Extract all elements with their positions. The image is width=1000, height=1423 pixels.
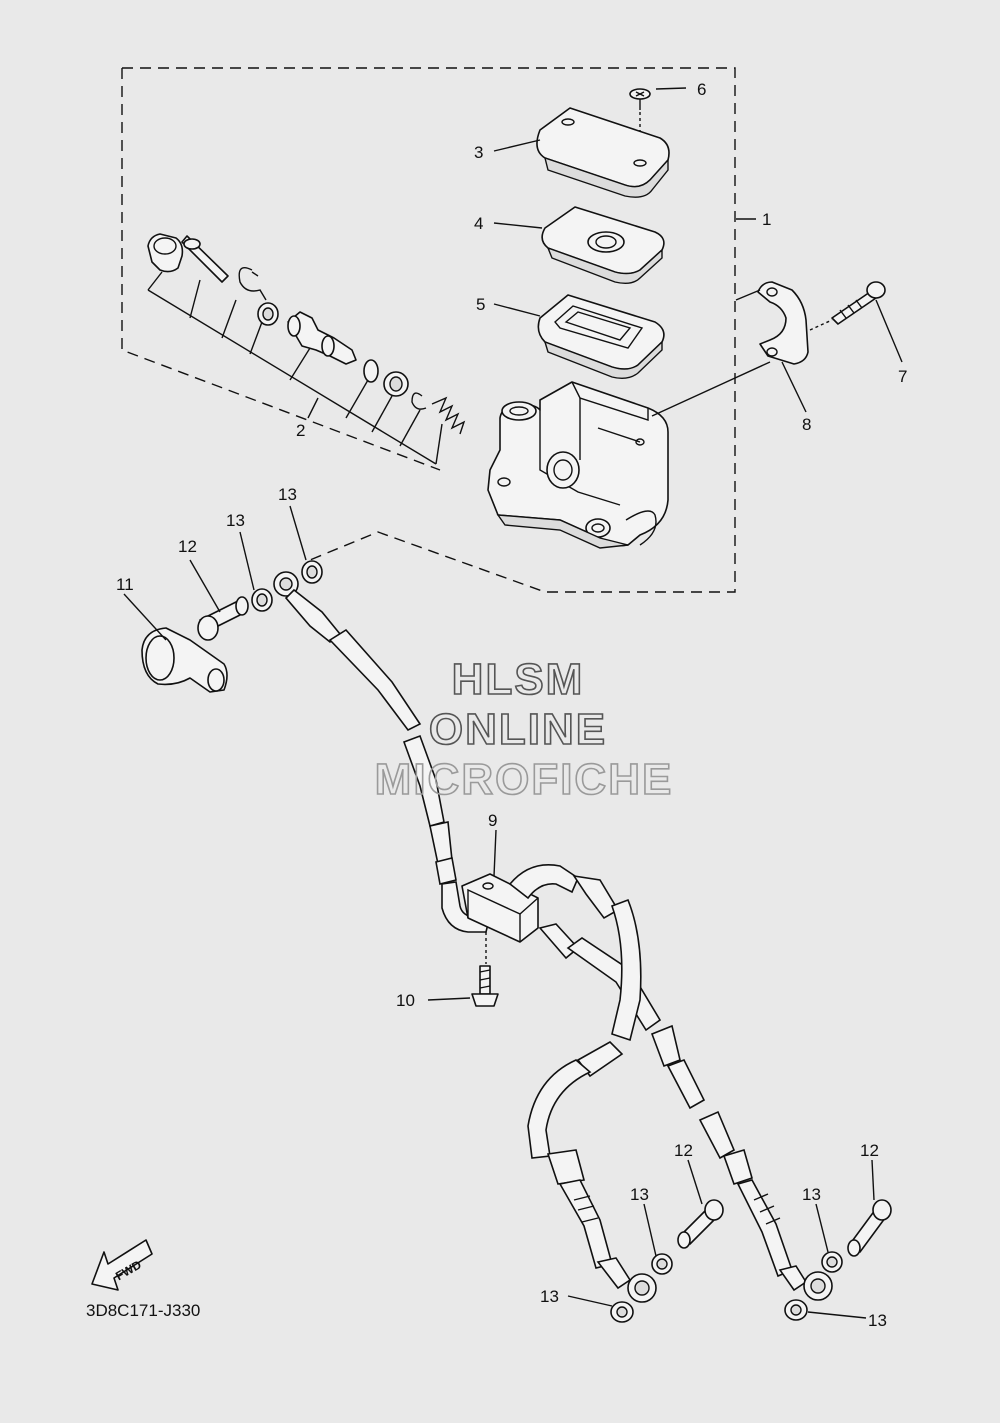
part-4-diaphragm-plate[interactable]: [541, 206, 665, 285]
part-labels: 6 3 4 5 1 2 7 8 9 10 11 12 13 13 12 12 1…: [116, 80, 907, 1330]
label-part-13-lower-d: 13: [868, 1311, 887, 1330]
part-2-piston-kit[interactable]: [147, 233, 466, 465]
label-part-6: 6: [697, 80, 706, 99]
label-part-1: 1: [762, 210, 771, 229]
part-11-cap[interactable]: [141, 627, 228, 693]
label-part-10: 10: [396, 991, 415, 1010]
watermark: HLSM ONLINE MICROFICHE: [374, 654, 674, 805]
label-part-13-lower-c: 13: [540, 1287, 559, 1306]
part-1-master-cylinder-body[interactable]: [487, 381, 669, 549]
label-part-13-lower-a: 13: [630, 1185, 649, 1204]
label-part-7: 7: [898, 367, 907, 386]
label-part-11: 11: [116, 575, 134, 594]
label-part-9: 9: [488, 811, 497, 830]
part-3-reservoir-cap[interactable]: [536, 107, 670, 198]
part-8-clamp-holder[interactable]: [757, 281, 809, 365]
diagram-code: 3D8C171-J330: [86, 1301, 200, 1320]
label-part-12-lower-right: 12: [860, 1141, 879, 1160]
leader-lines: [123, 87, 903, 1319]
part-13-washer-lower-2[interactable]: [610, 1301, 634, 1323]
part-10-bolt[interactable]: [471, 932, 499, 1007]
part-13-washer-upper-a[interactable]: [251, 588, 273, 612]
brake-hose-assembly[interactable]: [273, 571, 833, 1303]
part-12-union-bolt-lower-right[interactable]: [847, 1199, 892, 1257]
assembly-boundary-left: [121, 68, 441, 471]
label-part-12-lower-left: 12: [674, 1141, 693, 1160]
watermark-line-1: HLSM: [452, 655, 585, 704]
label-part-5: 5: [476, 295, 485, 314]
label-part-2: 2: [296, 421, 305, 440]
watermark-line-2: ONLINE: [429, 705, 607, 754]
label-part-12-upper: 12: [178, 537, 197, 556]
part-12-union-bolt-lower-left[interactable]: [677, 1199, 724, 1249]
assembly-boundary: [122, 67, 736, 593]
label-part-13-upper-a: 13: [226, 511, 245, 530]
part-13-washer-upper-b[interactable]: [301, 560, 323, 584]
part-7-bolt[interactable]: [809, 281, 886, 331]
fwd-arrow-icon: FWD: [91, 1239, 153, 1291]
part-13-washer-lower-3[interactable]: [821, 1251, 843, 1273]
part-6-screw[interactable]: [629, 88, 651, 160]
label-part-4: 4: [474, 214, 483, 233]
part-13-washer-lower-4[interactable]: [784, 1299, 808, 1321]
label-part-13-upper-b: 13: [278, 485, 297, 504]
label-part-3: 3: [474, 143, 483, 162]
watermark-line-3: MICROFICHE: [375, 755, 674, 804]
part-12-union-bolt-upper[interactable]: [197, 596, 249, 641]
part-5-diaphragm[interactable]: [537, 294, 665, 380]
label-part-8: 8: [802, 415, 811, 434]
part-13-washer-lower-1[interactable]: [651, 1253, 673, 1275]
label-part-13-lower-b: 13: [802, 1185, 821, 1204]
